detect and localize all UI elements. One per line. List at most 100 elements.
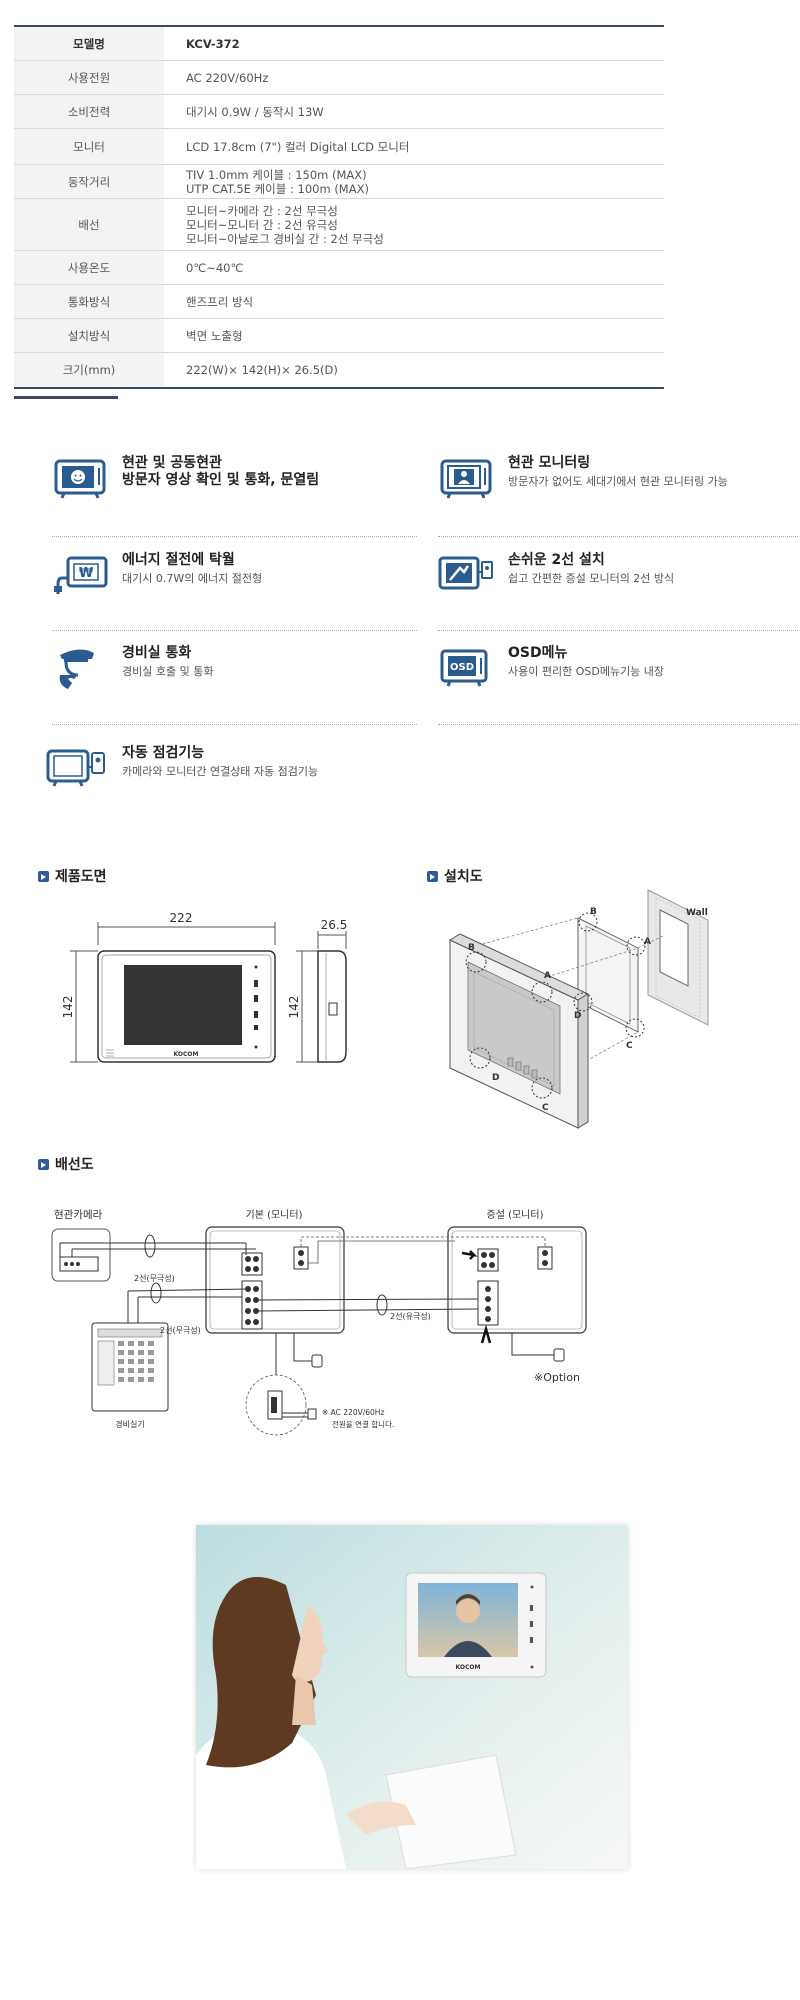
spec-value: 핸즈프리 방식 xyxy=(164,285,664,318)
wire-label-np2: 2선(무극성) xyxy=(160,1326,201,1335)
divider xyxy=(438,536,798,537)
auto-check-icon xyxy=(46,749,105,787)
dim-height-side: 142 xyxy=(287,996,301,1019)
section-arrow-icon xyxy=(38,1158,49,1170)
wiring-guard-label: 경비실기 xyxy=(115,1419,144,1429)
feature-title: 에너지 절전에 탁월 xyxy=(122,552,235,568)
spec-value: 대기시 0.9W / 동작시 13W xyxy=(164,95,664,128)
spec-row: 소비전력 대기시 0.9W / 동작시 13W xyxy=(14,95,664,129)
spec-value: LCD 17.8cm (7") 컬러 Digital LCD 모니터 xyxy=(164,129,664,164)
spec-value-line: 모니터~카메라 간 : 2선 무극성 xyxy=(186,203,338,218)
spec-value-line: LCD 17.8cm (7") 컬러 Digital LCD 모니터 xyxy=(186,139,410,154)
section-title-text: 설치도 xyxy=(444,869,483,885)
feature-desc: 대기시 0.7W의 에너지 절전형 xyxy=(122,572,263,585)
feature-title: 손쉬운 2선 설치 xyxy=(508,552,605,568)
divider xyxy=(438,724,798,725)
feature-title: 현관 모니터링 xyxy=(508,455,591,471)
guard-call-icon xyxy=(59,649,94,689)
feature-monitoring: 현관 모니터링 방문자가 없어도 세대기에서 현관 모니터링 가능 xyxy=(438,455,728,501)
product-photo: KOCOM xyxy=(196,1525,628,1869)
spec-row: 사용온도 0℃~40℃ xyxy=(14,251,664,285)
wiring-diagram: 현관카메라 기본 (모니터) 증설 (모니터) 2선(무극성) 2선(유극성) xyxy=(51,1209,587,1436)
spec-row: 모델명 KCV-372 xyxy=(14,27,664,61)
divider xyxy=(52,724,417,725)
spec-value-line: 0℃~40℃ xyxy=(186,260,244,275)
spec-table-underline xyxy=(14,396,118,399)
wiring-ac-line1: ※ AC 220V/60Hz xyxy=(322,1408,384,1417)
feature-desc: 쉽고 간편한 증설 모니터의 2선 방식 xyxy=(508,572,675,585)
spec-value: KCV-372 xyxy=(164,27,664,60)
section-title-text: 제품도면 xyxy=(55,869,107,885)
feature-desc: 카메라와 모니터간 연결상태 자동 점검기능 xyxy=(122,765,319,778)
spec-value: 벽면 노출형 xyxy=(164,319,664,352)
dim-width: 222 xyxy=(170,911,193,925)
spec-row: 동작거리 TIV 1.0mm 케이블 : 150m (MAX)UTP CAT.5E… xyxy=(14,165,664,199)
spec-label: 배선 xyxy=(14,199,164,250)
install-label-d: D xyxy=(492,1073,499,1083)
two-wire-install-icon xyxy=(438,556,493,590)
spec-label: 동작거리 xyxy=(14,165,164,198)
spec-table: 모델명 KCV-372 사용전원 AC 220V/60Hz 소비전력 대기시 0.9W /… xyxy=(14,25,664,389)
feature-desc: 경비실 호출 및 통화 xyxy=(122,665,214,678)
feature-desc: 사용이 편리한 OSD메뉴기능 내장 xyxy=(508,665,665,678)
spec-label: 사용온도 xyxy=(14,251,164,284)
spec-row: 통화방식 핸즈프리 방식 xyxy=(14,285,664,319)
spec-value-line: TIV 1.0mm 케이블 : 150m (MAX) xyxy=(186,167,367,182)
feature-title: 현관 및 공동현관 xyxy=(122,455,222,471)
spec-value-line: 대기시 0.9W / 동작시 13W xyxy=(186,104,324,119)
spec-value: 222(W)× 142(H)× 26.5(D) xyxy=(164,353,664,387)
wall-label: Wall xyxy=(686,908,708,918)
feature-energy: ₩ 에너지 절전에 탁월 대기시 0.7W의 에너지 절전형 xyxy=(52,552,262,598)
install-label-c: C xyxy=(542,1103,549,1113)
spec-label: 크기(mm) xyxy=(14,353,164,387)
spec-value: AC 220V/60Hz xyxy=(164,61,664,94)
monitoring-icon xyxy=(440,459,492,499)
spec-value-line: 핸즈프리 방식 xyxy=(186,294,254,309)
wiring-ac-line2: 전원을 연결 합니다. xyxy=(332,1419,394,1429)
spec-value: 0℃~40℃ xyxy=(164,251,664,284)
spec-row: 모니터 LCD 17.8cm (7") 컬러 Digital LCD 모니터 xyxy=(14,129,664,165)
spec-row: 사용전원 AC 220V/60Hz xyxy=(14,61,664,95)
wiring-main-label: 기본 (모니터) xyxy=(246,1209,303,1221)
feature-two-wire: 손쉬운 2선 설치 쉽고 간편한 증설 모니터의 2선 방식 xyxy=(438,552,674,598)
install-label-c2: C xyxy=(626,1041,633,1051)
spec-label: 모델명 xyxy=(14,27,164,60)
spec-value-line: 222(W)× 142(H)× 26.5(D) xyxy=(186,363,338,377)
spec-value-line: 모니터~모니터 간 : 2선 유극성 xyxy=(186,217,338,232)
door-camera-monitor-icon xyxy=(54,459,106,499)
section-title-install: 설치도 xyxy=(427,866,483,886)
spec-row: 설치방식 벽면 노출형 xyxy=(14,319,664,353)
wiring-camera-label: 현관카메라 xyxy=(54,1209,103,1221)
spec-value-line: UTP CAT.5E 케이블 : 100m (MAX) xyxy=(186,181,369,196)
divider xyxy=(438,630,798,631)
dim-depth: 26.5 xyxy=(321,918,348,932)
osd-menu-icon: OSD xyxy=(440,649,488,687)
feature-title-line2: 방문자 영상 확인 및 통화, 문열림 xyxy=(122,472,320,488)
product-drawing: 222 142 KOCOM 26.5 142 xyxy=(61,911,348,1063)
feature-auto-check: 자동 점검기능 카메라와 모니터간 연결상태 자동 점검기능 xyxy=(44,745,318,791)
section-title-drawing: 제품도면 xyxy=(38,866,107,886)
spec-label: 소비전력 xyxy=(14,95,164,128)
spec-label: 설치방식 xyxy=(14,319,164,352)
spec-value-line: 벽면 노출형 xyxy=(186,328,243,343)
install-label-b2: B xyxy=(590,907,597,917)
install-label-d2: D xyxy=(574,1011,581,1021)
spec-label: 모니터 xyxy=(14,129,164,164)
osd-badge-text: OSD xyxy=(450,662,474,673)
spec-label: 사용전원 xyxy=(14,61,164,94)
spec-value-line: AC 220V/60Hz xyxy=(186,70,269,85)
feature-osd: OSD OSD메뉴 사용이 편리한 OSD메뉴기능 내장 xyxy=(438,645,664,691)
spec-value-line: KCV-372 xyxy=(186,36,240,51)
section-title-text: 배선도 xyxy=(55,1157,94,1173)
wiring-option: ※Option xyxy=(534,1371,580,1384)
install-label-a2: A xyxy=(644,937,651,947)
spec-label: 통화방식 xyxy=(14,285,164,318)
divider xyxy=(52,630,417,631)
install-label-a: A xyxy=(544,971,551,981)
divider xyxy=(52,536,417,537)
photo-brand: KOCOM xyxy=(456,1664,481,1671)
feature-title: 자동 점검기능 xyxy=(122,745,205,761)
spec-value-line: 모니터~아날로그 경비실 간 : 2선 무극성 xyxy=(186,231,384,246)
